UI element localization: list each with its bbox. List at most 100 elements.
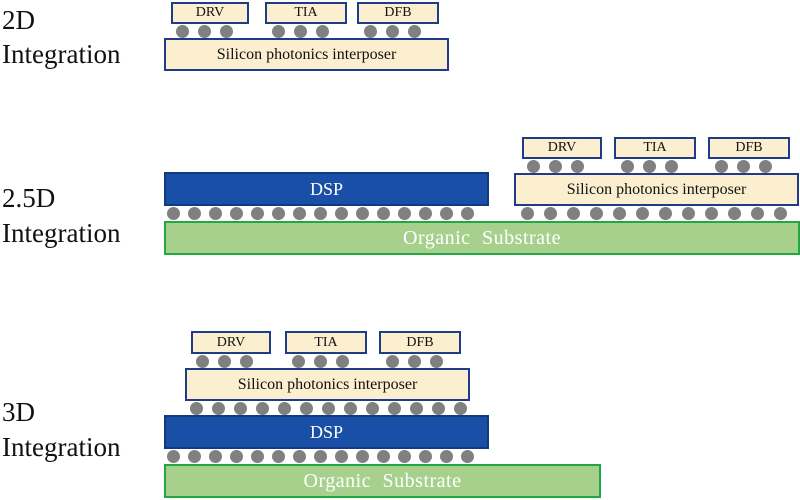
solder-bump [386,355,399,368]
solder-bump [398,207,411,220]
solder-bump [366,402,379,415]
organic-substrate-25d: Organic Substrate [164,221,800,255]
solder-bump [167,450,180,463]
solder-bump [190,402,203,415]
solder-bump [665,160,678,173]
solder-bump [705,207,718,220]
label-2d-integration: Integration [2,39,121,69]
solder-bump [643,160,656,173]
solder-bump [188,450,201,463]
solder-bump [278,402,291,415]
chip-drv-3d: DRV [191,331,271,354]
solder-bump [218,355,231,368]
solder-bump [314,207,327,220]
solder-bump [336,355,349,368]
solder-bump [377,207,390,220]
solder-bump [454,402,467,415]
solder-bump [240,355,253,368]
solder-bump [272,450,285,463]
solder-bump [356,450,369,463]
solder-bump [314,450,327,463]
solder-bump [314,355,327,368]
solder-bump [256,402,269,415]
solder-bump [377,450,390,463]
solder-bump [335,450,348,463]
solder-bump [386,25,399,38]
solder-bump [316,25,329,38]
solder-bump [294,25,307,38]
solder-bump [549,160,562,173]
solder-bump [344,402,357,415]
solder-bump [234,402,247,415]
organic-substrate-3d: Organic Substrate [164,464,601,498]
label-3d-title: 3D [2,397,35,427]
solder-bump [251,207,264,220]
solder-bump [388,402,401,415]
solder-bump [567,207,580,220]
solder-bump [167,207,180,220]
solder-bump [209,450,222,463]
solder-bump [198,25,211,38]
solder-bump [728,207,741,220]
solder-bump [364,25,377,38]
solder-bump [176,25,189,38]
solder-bump [419,450,432,463]
solder-bump [571,160,584,173]
solder-bump [408,355,421,368]
solder-bump [682,207,695,220]
interposer-2d: Silicon photonics interposer [164,38,449,71]
solder-bump [300,402,313,415]
solder-bump [419,207,432,220]
solder-bump [774,207,787,220]
solder-bump [621,160,634,173]
solder-bump [440,450,453,463]
solder-bump [636,207,649,220]
solder-bump [220,25,233,38]
solder-bump [659,207,672,220]
label-25d-integration: Integration [2,218,121,248]
interposer-3d: Silicon photonics interposer [185,368,470,401]
solder-bump [251,450,264,463]
chip-tia-3d: TIA [285,331,367,354]
solder-bump [440,207,453,220]
solder-bump [430,355,443,368]
solder-bump [292,355,305,368]
chip-drv-25d: DRV [522,137,602,159]
solder-bump [293,207,306,220]
solder-bump [322,402,335,415]
chip-drv-2d: DRV [171,2,249,24]
solder-bump [737,160,750,173]
label-3d-integration: Integration [2,432,121,462]
dsp-25d: DSP [164,172,489,206]
solder-bump [613,207,626,220]
solder-bump [408,25,421,38]
interposer-25d: Silicon photonics interposer [514,173,799,206]
label-2d-title: 2D [2,5,35,35]
solder-bump [461,207,474,220]
chip-tia-2d: TIA [265,2,347,24]
solder-bump [527,160,540,173]
solder-bump [212,402,225,415]
solder-bump [398,450,411,463]
solder-bump [759,160,772,173]
solder-bump [461,450,474,463]
solder-bump [410,402,423,415]
solder-bump [432,402,445,415]
solder-bump [272,207,285,220]
solder-bump [209,207,222,220]
chip-dfb-25d: DFB [708,137,790,159]
solder-bump [230,207,243,220]
solder-bump [590,207,603,220]
dsp-3d: DSP [164,415,489,449]
solder-bump [335,207,348,220]
solder-bump [188,207,201,220]
solder-bump [544,207,557,220]
solder-bump [521,207,534,220]
solder-bump [293,450,306,463]
solder-bump [272,25,285,38]
solder-bump [196,355,209,368]
chip-dfb-2d: DFB [357,2,439,24]
chip-tia-25d: TIA [614,137,696,159]
solder-bump [356,207,369,220]
label-25d-title: 2.5D [2,183,56,213]
